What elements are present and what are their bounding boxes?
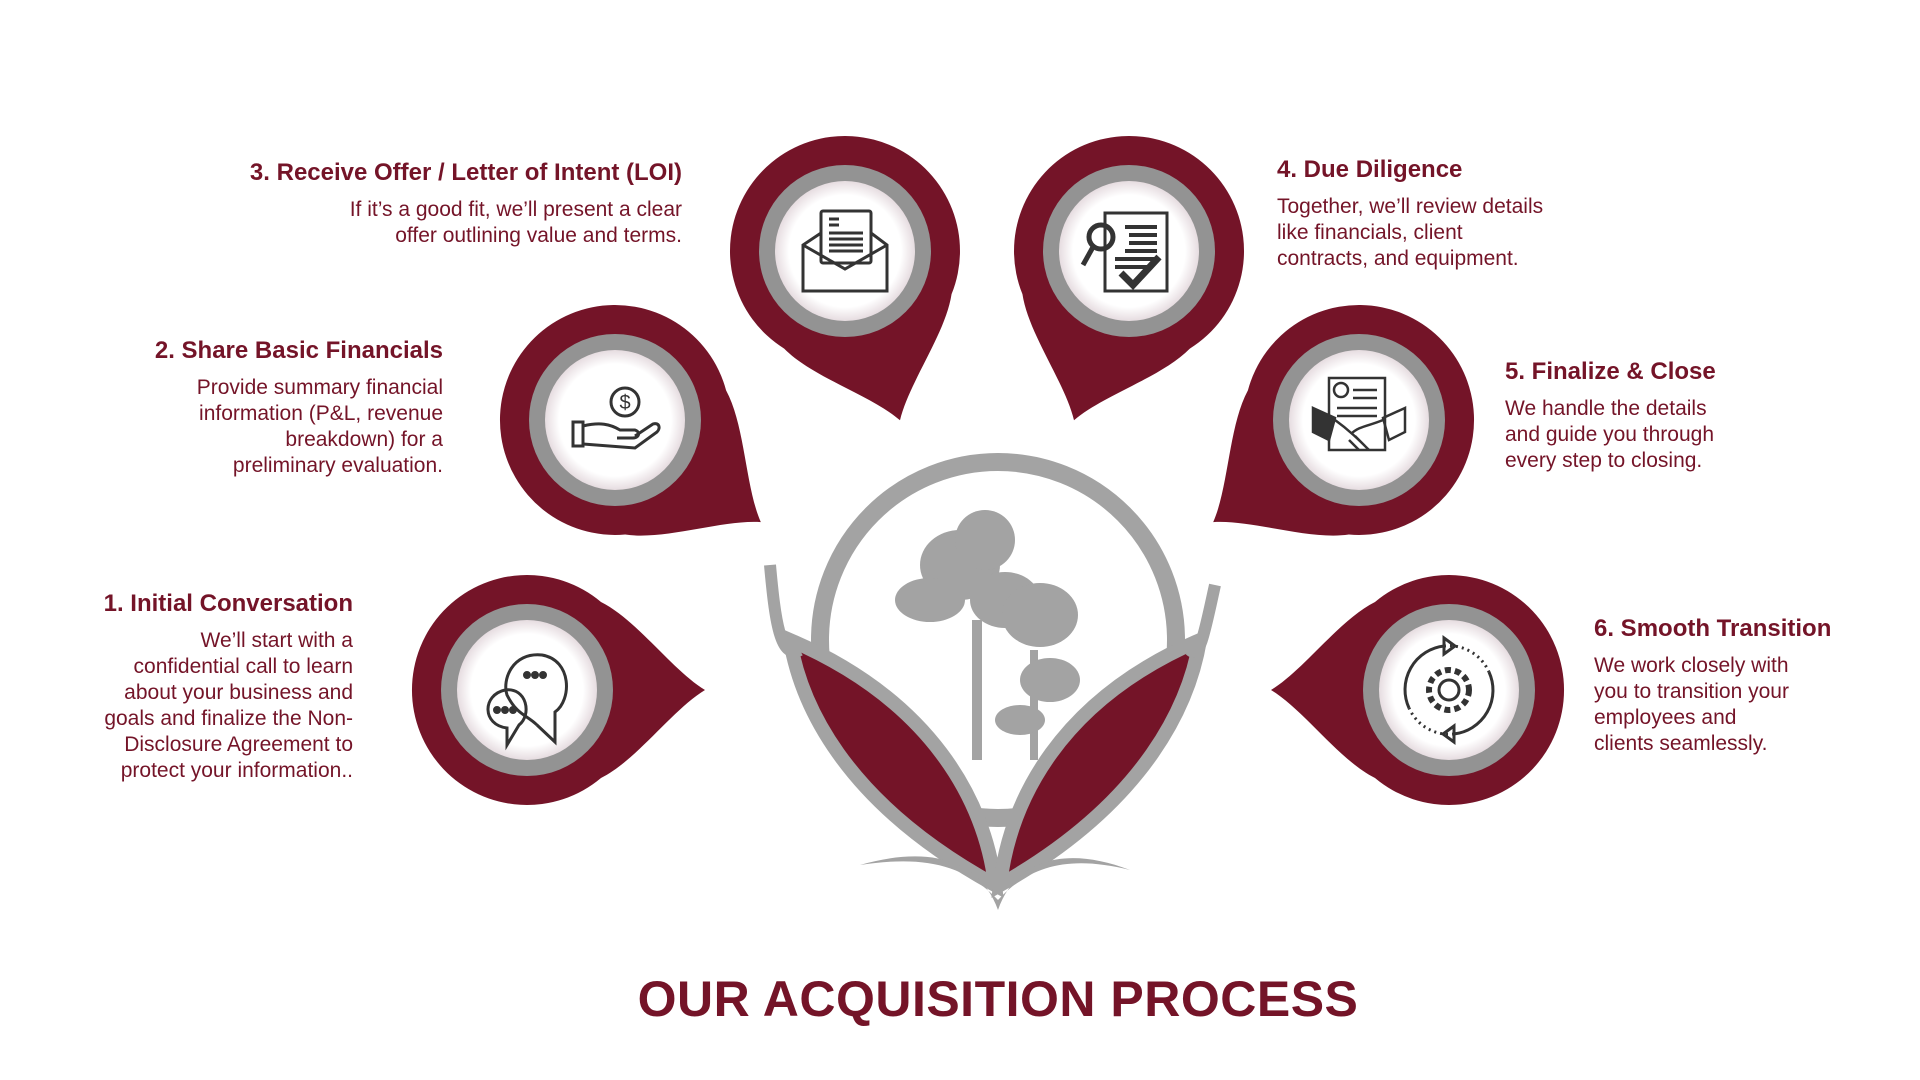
step-2-text: 2. Share Basic Financials Provide summar… [23,337,443,479]
right-leaf [991,628,1210,898]
pin-step-5-face [1273,334,1445,506]
tree-icon [895,510,1080,760]
line: breakdown) for a [285,428,443,451]
pin-step-3-face [759,165,931,337]
line: you to transition your [1594,680,1789,703]
gear-cycle-icon [1403,635,1495,745]
line: contracts, and equipment. [1277,247,1519,270]
step-5-text: 5. Finalize & Close We handle the detail… [1505,358,1920,474]
step-1-title: 1. Initial Conversation [103,590,353,617]
center-logo [764,453,1221,910]
line: Together, we’ll review details [1277,195,1544,218]
page-title: OUR ACQUISITION PROCESS [637,971,1359,1027]
handshake-contract-icon [1311,376,1407,452]
line: like financials, client [1277,221,1463,244]
pin-step-4-face [1043,165,1215,337]
line: We handle the details [1505,397,1707,420]
step-5-title: 5. Finalize & Close [1505,358,1716,385]
line: Provide summary financial [196,376,443,399]
line: offer outlining value and terms. [395,224,682,247]
step-2-description: Provide summary financial information (P… [23,375,443,479]
step-4-text: 4. Due Diligence Together, we’ll review … [1277,156,1697,272]
line: goals and finalize the Non- [104,707,353,730]
step-6-text: 6. Smooth Transition We work closely wit… [1594,615,1920,757]
step-1-description: We’ll start with a confidential call to … [0,628,353,784]
step-4-description: Together, we’ll review details like fina… [1277,194,1697,272]
step-3-text: 3. Receive Offer / Letter of Intent (LOI… [182,159,682,249]
step-1-text: 1. Initial Conversation We’ll start with… [0,590,353,784]
step-4-title: 4. Due Diligence [1277,156,1463,183]
step-5-description: We handle the details and guide you thro… [1505,396,1920,474]
step-2-title: 2. Share Basic Financials [154,337,443,364]
line: preliminary evaluation. [232,454,443,477]
pin-step-6-face [1363,604,1535,776]
line: and guide you through [1505,423,1715,446]
step-6-description: We work closely with you to transition y… [1594,653,1920,757]
pin-step-2-face: $ [529,334,701,506]
line: If it’s a good fit, we’ll present a clea… [349,198,682,221]
step-3-description: If it’s a good fit, we’ll present a clea… [182,197,682,249]
line: confidential call to learn [133,655,353,678]
svg-text:$: $ [619,392,630,414]
line: We work closely with [1594,654,1789,677]
step-3-title: 3. Receive Offer / Letter of Intent (LOI… [249,159,682,186]
chat-bubbles-icon [486,653,568,751]
envelope-letter-icon [801,209,889,293]
document-search-check-icon [1080,211,1169,293]
pin-step-1 [411,575,705,805]
line: every step to closing. [1505,449,1703,472]
line: protect your information.. [120,759,353,782]
line: about your business and [124,681,353,704]
step-6-title: 6. Smooth Transition [1594,615,1832,642]
hand-dollar-icon: $ [571,386,661,450]
line: Disclosure Agreement to [124,733,353,756]
line: information (P&L, revenue [199,402,443,425]
line: clients seamlessly. [1594,732,1768,755]
left-leaf [780,628,1004,898]
line: We’ll start with a [200,629,354,652]
line: employees and [1594,706,1737,729]
